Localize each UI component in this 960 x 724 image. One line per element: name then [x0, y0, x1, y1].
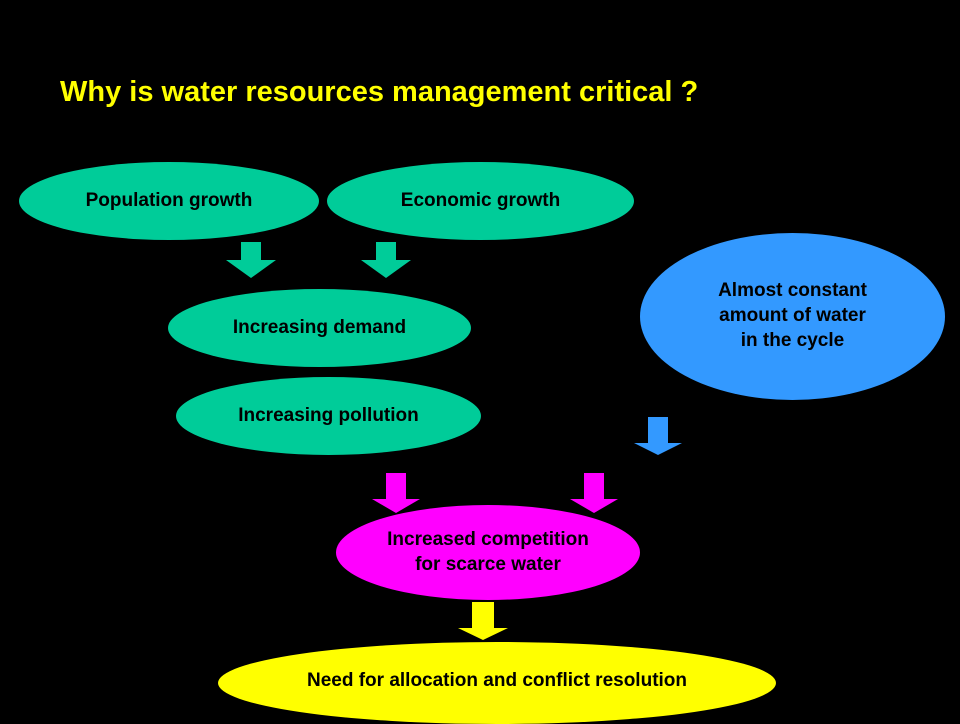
arrow-down-icon: [634, 417, 682, 455]
increasing-pollution-node: Increasing pollution: [176, 377, 481, 455]
arrow-down-icon: [361, 242, 411, 278]
economic-growth-label: Economic growth: [400, 189, 561, 211]
population-growth-node: Population growth: [19, 162, 319, 240]
increasing-pollution-label: Increasing pollution: [238, 404, 419, 426]
need-allocation-label: Need for allocation and conflict resolut…: [306, 669, 688, 691]
arrow-down-icon: [570, 473, 618, 513]
constant-water-node: Almost constant amount of water in the c…: [640, 233, 945, 400]
slide-title: Why is water resources management critic…: [60, 76, 699, 108]
increasing-demand-label: Increasing demand: [232, 316, 407, 338]
increasing-demand-node: Increasing demand: [168, 289, 471, 367]
increased-competition-label: Increased competition for scarce water: [387, 528, 589, 575]
arrow-down-icon: [372, 473, 420, 513]
arrow-down-icon: [226, 242, 276, 278]
arrow-down-icon: [458, 602, 508, 640]
economic-growth-node: Economic growth: [327, 162, 634, 240]
constant-water-label: Almost constant amount of water in the c…: [718, 280, 867, 351]
increased-competition-node: Increased competition for scarce water: [336, 505, 640, 600]
need-allocation-node: Need for allocation and conflict resolut…: [218, 642, 776, 724]
population-growth-label: Population growth: [85, 189, 253, 211]
